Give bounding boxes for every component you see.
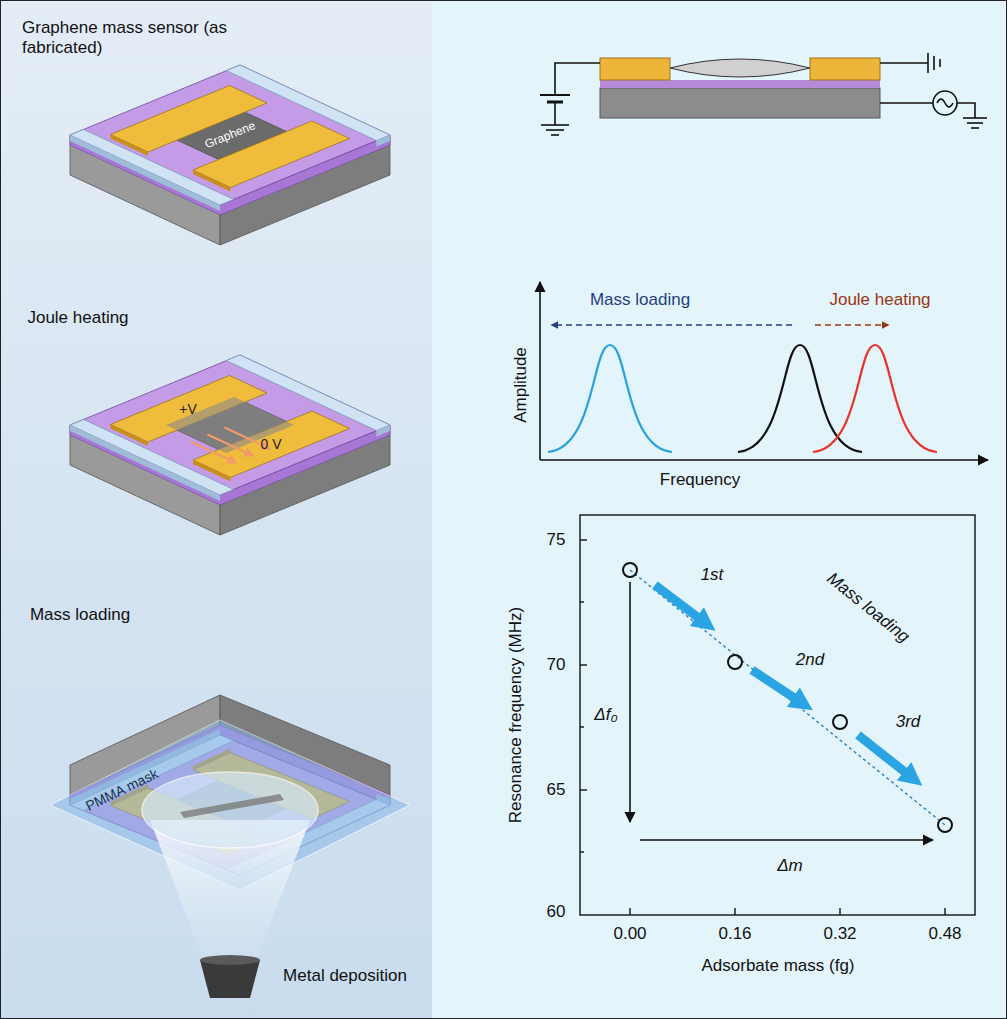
- part-label: PMMA mask: [83, 765, 161, 815]
- tick-label: 65: [547, 780, 566, 800]
- axis-title: Resonance frequency (MHz): [506, 607, 526, 823]
- panel-heading: Graphene mass sensor (as fabricated): [22, 18, 292, 59]
- tick-label: 60: [547, 902, 566, 922]
- tick-label: 0.48: [928, 924, 961, 944]
- tick-label: 70: [547, 655, 566, 675]
- device-mass-loading: [50, 695, 410, 998]
- tick-label: 75: [547, 530, 566, 550]
- part-label: Graphene: [203, 118, 258, 151]
- panel-heading: Mass loading: [30, 605, 130, 625]
- step-label: 3rd: [896, 712, 921, 732]
- axis-title: Frequency: [660, 470, 740, 490]
- tick-label: 0.00: [613, 924, 646, 944]
- right-panel: [432, 0, 1007, 1019]
- annotation: Mass loading: [823, 569, 914, 648]
- circuit-schematic: [540, 53, 987, 135]
- spectrum-plot: [540, 282, 988, 460]
- delta-label: Δm: [777, 856, 803, 876]
- step-label: 1st: [701, 565, 724, 585]
- axis-title: Amplitude: [511, 347, 531, 423]
- delta-label: Δf₀: [594, 705, 617, 725]
- device-joule-heating: [70, 355, 390, 535]
- panel-heading: Joule heating: [27, 308, 128, 328]
- tick-label: 0.32: [823, 924, 856, 944]
- axis-title: Adsorbate mass (fg): [701, 956, 854, 976]
- part-label: Metal deposition: [283, 966, 407, 986]
- step-label: 2nd: [796, 650, 824, 670]
- device-as-fabricated: [70, 65, 390, 245]
- terminal-label: 0 V: [260, 436, 281, 453]
- tick-label: 0.16: [718, 924, 751, 944]
- terminal-label: +V: [179, 401, 197, 418]
- frequency-chart: [580, 515, 975, 915]
- arrow-label: Mass loading: [590, 290, 690, 310]
- left-panel: [0, 0, 432, 1019]
- arrow-label: Joule heating: [829, 290, 930, 310]
